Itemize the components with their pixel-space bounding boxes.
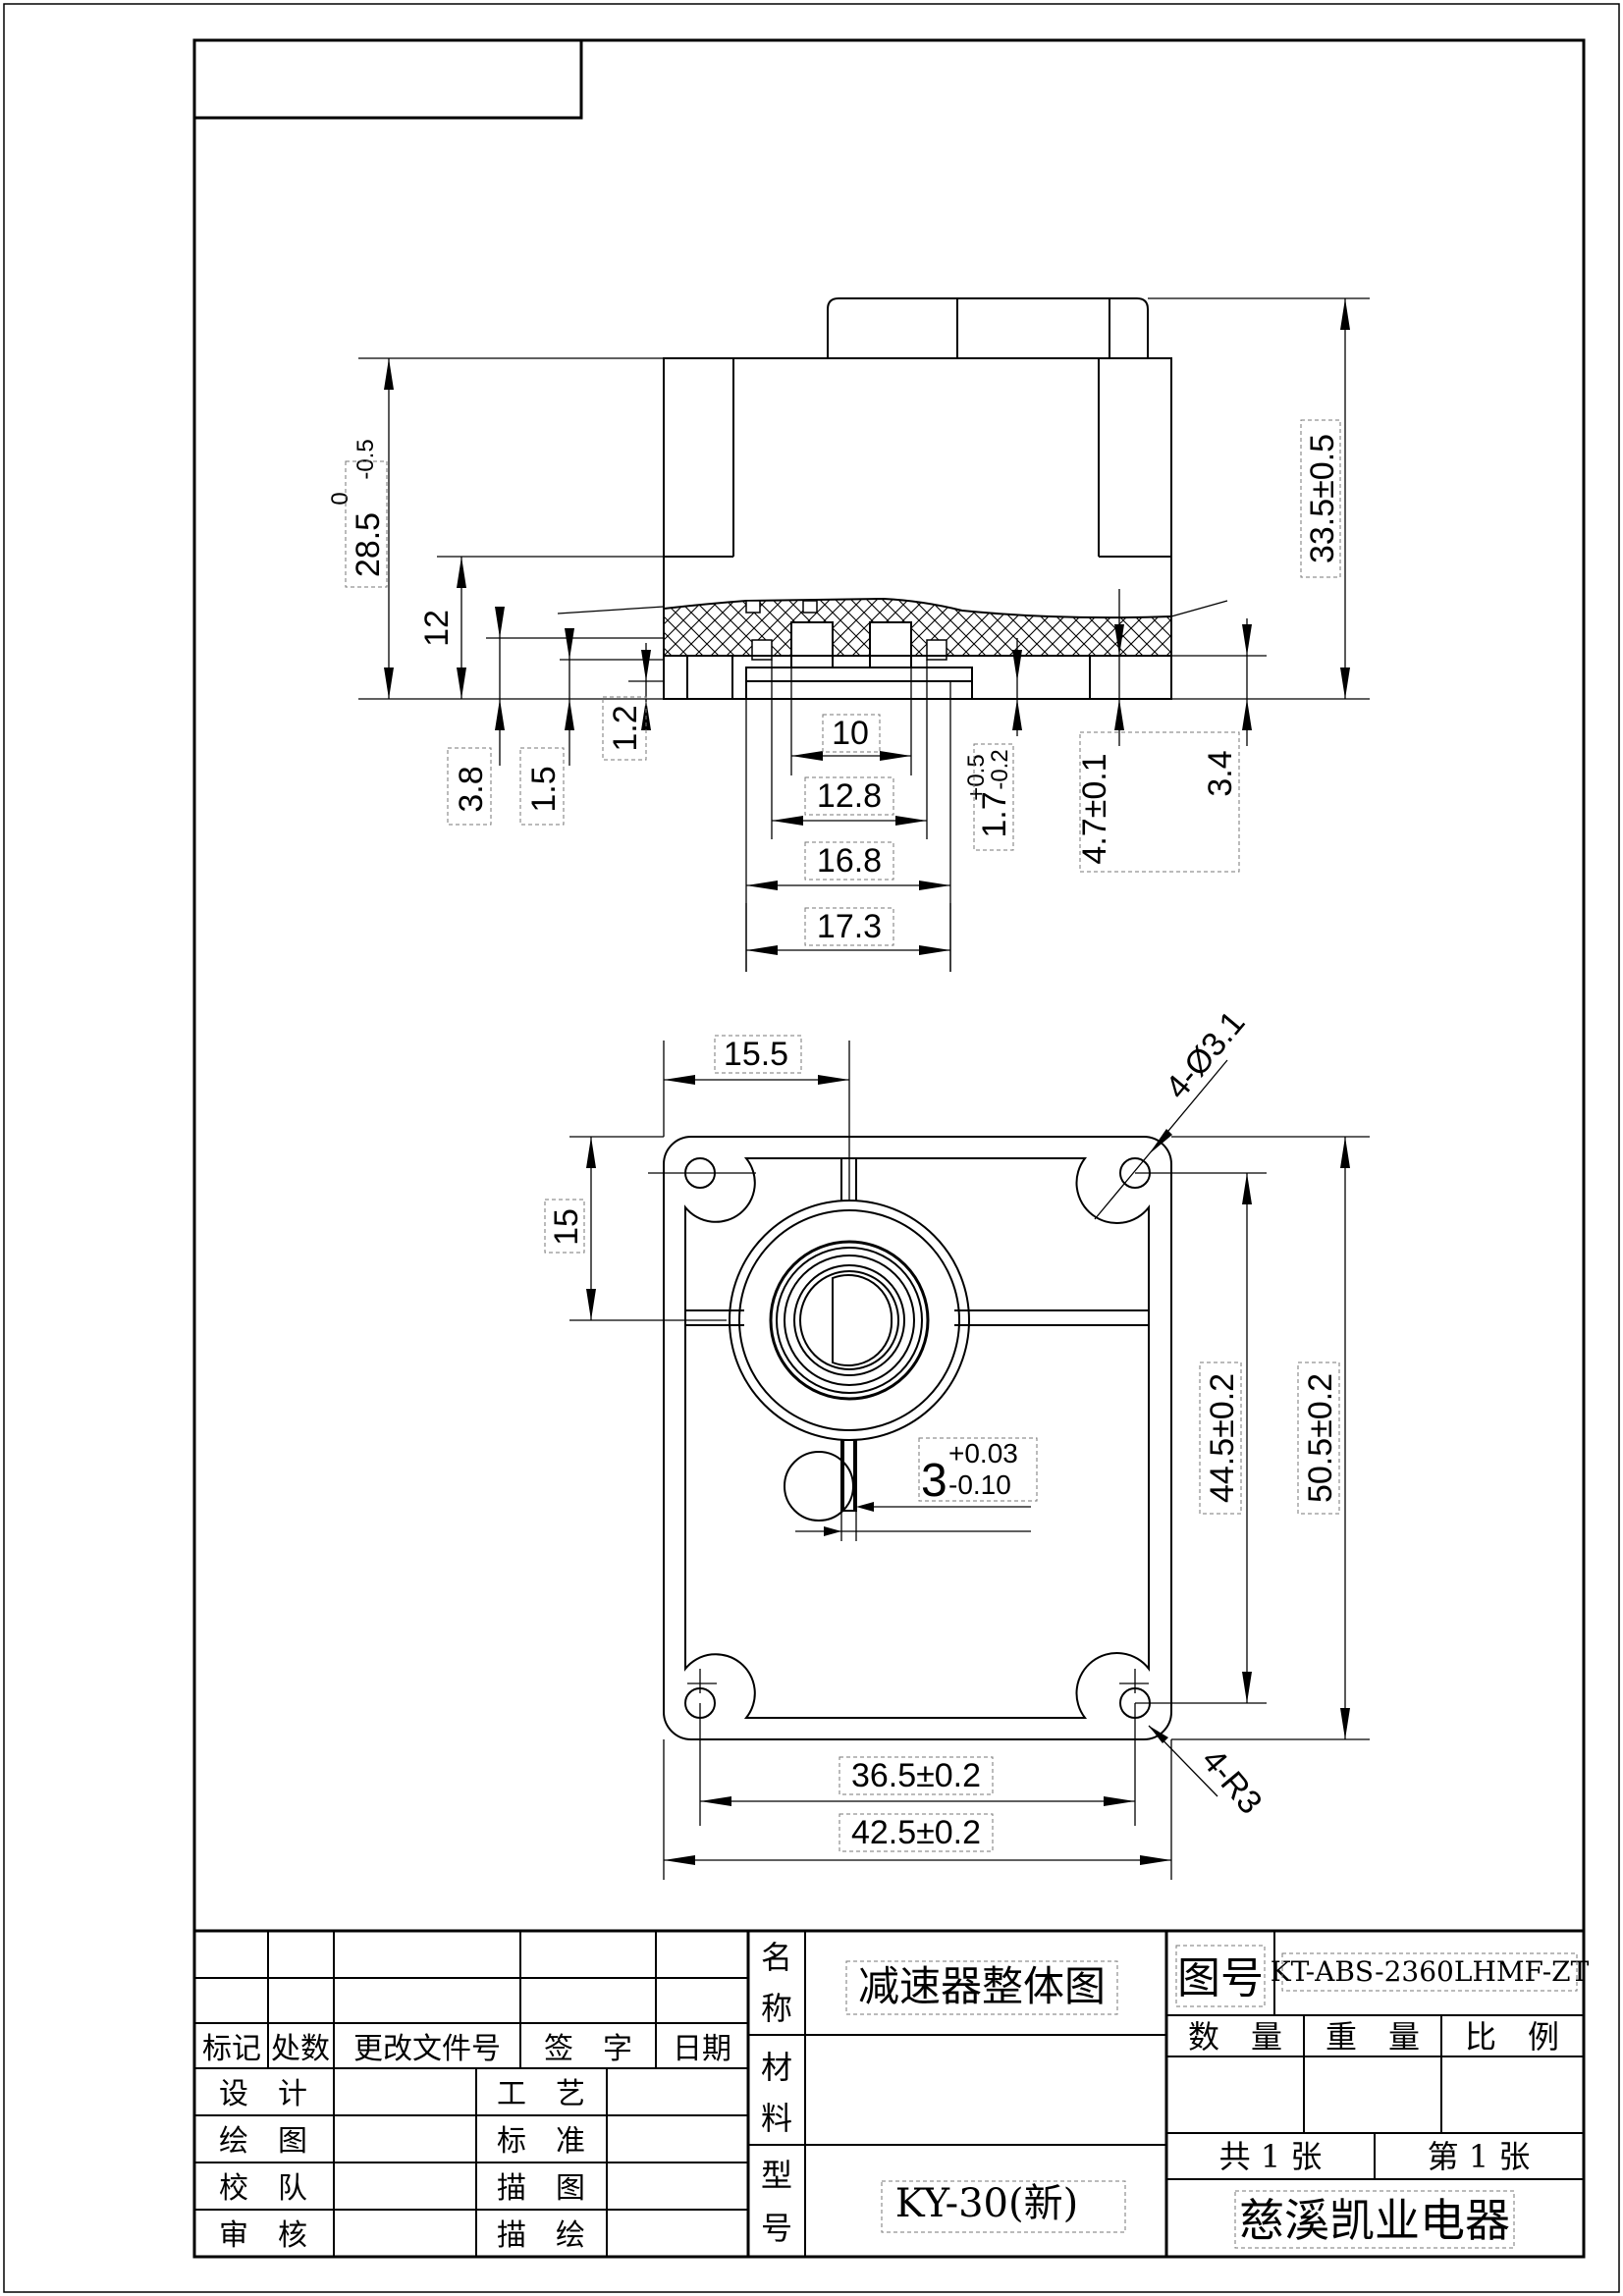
front-view: 15.5 15 4-Ø3.1 44.5±0.2 50.5±0.2 36.5±0.… <box>544 1004 1370 1880</box>
dim-shaft-tol-lower: -0.10 <box>948 1469 1011 1500</box>
corner-label-box <box>192 38 583 120</box>
dim-42-5: 42.5±0.2 <box>851 1814 981 1851</box>
weight-label: 重 量 <box>1325 2018 1420 2056</box>
header-mark: 标记 <box>202 2032 261 2066</box>
drawing-no-value: KT-ABS-2360LHMF-ZT <box>1271 1955 1590 1988</box>
dim-1-7-tol-upper: +0.5 <box>963 754 990 800</box>
dim-1-7-tol-lower: -0.2 <box>987 749 1013 789</box>
role-design: 设 计 <box>219 2077 307 2111</box>
label-name-2: 称 <box>761 1990 792 2027</box>
dim-radius: 4-R3 <box>1194 1741 1269 1821</box>
dim-15: 15 <box>548 1208 585 1246</box>
dim-height-body-tol-lower: -0.5 <box>352 439 379 479</box>
header-change-doc: 更改文件号 <box>353 2032 501 2066</box>
label-model-2: 号 <box>761 2210 792 2247</box>
drawing-frame <box>192 38 1586 2259</box>
dim-16-8: 16.8 <box>817 842 882 880</box>
dim-shaft-tol-upper: +0.03 <box>948 1438 1018 1468</box>
dim-height-overall: 33.5±0.5 <box>1304 434 1341 563</box>
role-process: 工 艺 <box>497 2077 585 2111</box>
role-drawing: 绘 图 <box>219 2124 307 2159</box>
label-name-1: 名 <box>761 1939 792 1976</box>
dim-4-7: 4.7±0.1 <box>1076 753 1113 864</box>
scale-label: 比 例 <box>1465 2018 1559 2056</box>
dim-3-8: 3.8 <box>453 766 490 812</box>
dim-15-5: 15.5 <box>724 1036 788 1073</box>
role-standard: 标 准 <box>497 2124 585 2159</box>
dim-44-5: 44.5±0.2 <box>1204 1373 1241 1503</box>
header-signature: 签 字 <box>544 2032 632 2066</box>
dim-50-5: 50.5±0.2 <box>1302 1373 1339 1503</box>
dim-12: 12 <box>418 610 456 647</box>
drawing-no-label: 图号 <box>1177 1953 1264 2003</box>
label-material-1: 材 <box>761 2049 792 2086</box>
dim-17-3: 17.3 <box>817 908 882 945</box>
title-block: 标记 处数 更改文件号 签 字 日期 设 计 绘 图 校 队 审 核 工 艺 标… <box>192 1929 1590 2259</box>
sheet-number: 第 1 张 <box>1428 2138 1531 2175</box>
header-date: 日期 <box>673 2032 731 2066</box>
outer-border <box>3 3 1620 2293</box>
dim-1-2: 1.2 <box>607 705 644 751</box>
side-view: 33.5±0.5 28.5 0 -0.5 12 3.8 1.5 1.2 10 1… <box>327 297 1370 972</box>
dim-3-4: 3.4 <box>1202 750 1239 796</box>
label-material-2: 料 <box>761 2100 792 2137</box>
model-value: KY-30(新) <box>895 2181 1078 2226</box>
role-check: 校 队 <box>219 2171 307 2206</box>
qty-label: 数 量 <box>1188 2018 1282 2056</box>
dim-10: 10 <box>832 715 869 752</box>
dim-shaft: 3 <box>921 1455 947 1507</box>
dim-36-5: 36.5±0.2 <box>851 1757 981 1794</box>
dim-holes: 4-Ø3.1 <box>1159 1004 1253 1106</box>
dim-1-5: 1.5 <box>525 766 563 812</box>
company-name: 慈溪凯业电器 <box>1239 2194 1510 2247</box>
dim-12-8: 12.8 <box>817 777 882 815</box>
dim-height-body-tol-upper: 0 <box>327 492 353 505</box>
dim-1-7: 1.7 <box>976 791 1013 837</box>
role-trace: 描 图 <box>497 2171 585 2206</box>
label-model-1: 型 <box>761 2157 792 2194</box>
header-count: 处数 <box>271 2032 330 2066</box>
drawing-name: 减速器整体图 <box>858 1962 1106 2010</box>
dim-height-body: 28.5 <box>350 512 387 577</box>
gearbox-section-hatch <box>663 597 1172 657</box>
role-draft: 描 绘 <box>497 2218 585 2253</box>
role-review: 审 核 <box>219 2218 307 2253</box>
total-sheets: 共 1 张 <box>1219 2138 1323 2175</box>
